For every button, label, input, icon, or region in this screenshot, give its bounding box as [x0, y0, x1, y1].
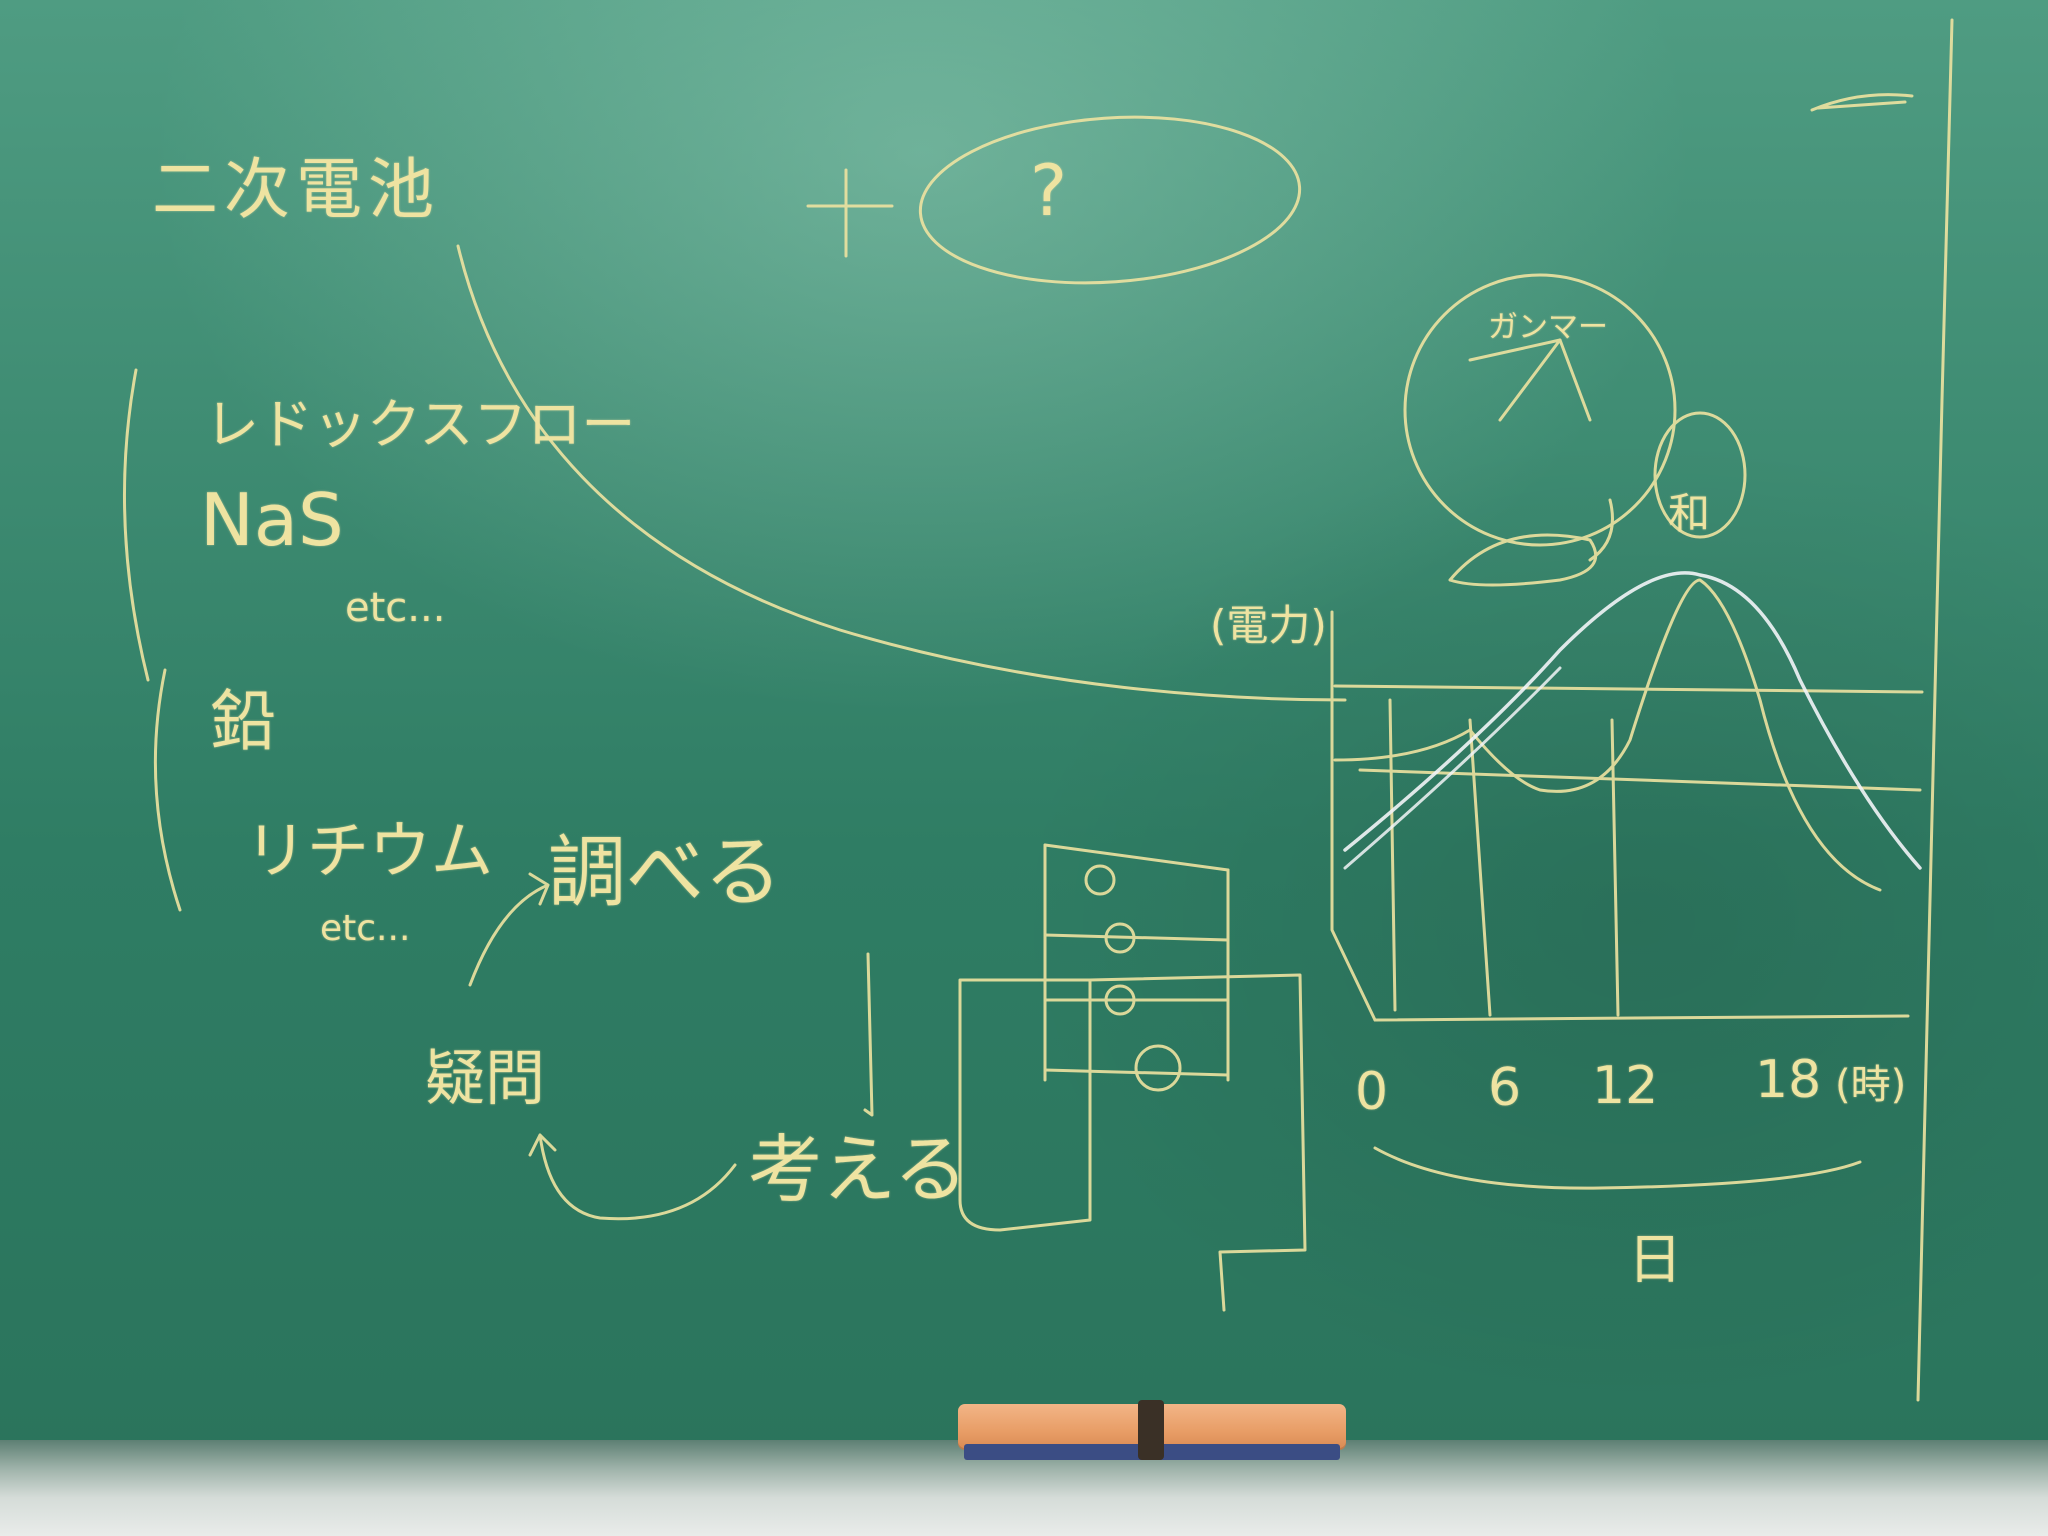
question-oval [918, 115, 1302, 285]
x-tick-18: 18 [1755, 1050, 1822, 1110]
cycle-arrow-back [528, 1133, 737, 1221]
graph-x-axis [1373, 1014, 1910, 1022]
item-redox-flow: レドックスフロー [205, 393, 636, 456]
circuit-rungs [1043, 843, 1230, 1077]
item-nas: NaS [200, 478, 344, 562]
group2-etc: etc... [320, 908, 411, 949]
plus-sign [806, 168, 894, 258]
graph-yellow-curve [1333, 578, 1882, 892]
circuit-outer-box [958, 973, 1307, 1312]
cycle-question: 疑問 [425, 1044, 545, 1114]
graph-brace [1373, 1146, 1862, 1190]
graph-y-axis [1330, 610, 1377, 1022]
lamp-4 [1134, 1044, 1182, 1092]
brace-label-day: 日 [1628, 1228, 1682, 1291]
graph-white-curve [1343, 571, 1922, 870]
title-secondary-battery: 二次電池 [152, 151, 440, 228]
lamp-3 [1104, 984, 1136, 1016]
x-tick-0: 0 [1355, 1062, 1389, 1122]
x-tick-12: 12 [1592, 1056, 1659, 1116]
group1-etc: etc... [345, 585, 446, 631]
graph-vertical-guide-3 [1610, 718, 1620, 1017]
vertical-divider-line [1916, 18, 1954, 1402]
graph-vertical-guide-1 [1388, 698, 1397, 1012]
x-unit: (時) [1835, 1062, 1907, 1108]
gamma-circle-label: ガンマー [1488, 310, 1608, 345]
graph-upper-line [1333, 684, 1924, 694]
cycle-arrow-down [863, 952, 874, 1117]
small-circle [1653, 411, 1747, 539]
graph-y-label: (電力) [1210, 601, 1327, 650]
eraser-band [1138, 1400, 1164, 1460]
cycle-think: 考える [748, 1127, 968, 1213]
bracket-group2 [153, 668, 182, 912]
top-right-mark [1810, 93, 1914, 112]
graph-white-curve-2 [1343, 666, 1562, 870]
gamma-circle [1403, 273, 1677, 547]
question-mark: ? [1030, 150, 1068, 232]
bracket-group1 [123, 368, 150, 682]
item-lead: 鉛 [210, 683, 276, 760]
small-circle-label: 和 [1668, 489, 1711, 538]
x-tick-6: 6 [1488, 1058, 1522, 1118]
graph-vertical-guide-2 [1468, 718, 1492, 1017]
connector-curve [456, 244, 1347, 702]
board-eraser [958, 1400, 1346, 1460]
lamp-1 [1084, 864, 1116, 896]
gamma-figure [1448, 338, 1614, 587]
cycle-investigate: 調べる [548, 828, 783, 918]
lamp-2 [1104, 922, 1136, 954]
cycle-arrow-up [468, 872, 550, 987]
item-lithium: リチウム [245, 814, 494, 887]
